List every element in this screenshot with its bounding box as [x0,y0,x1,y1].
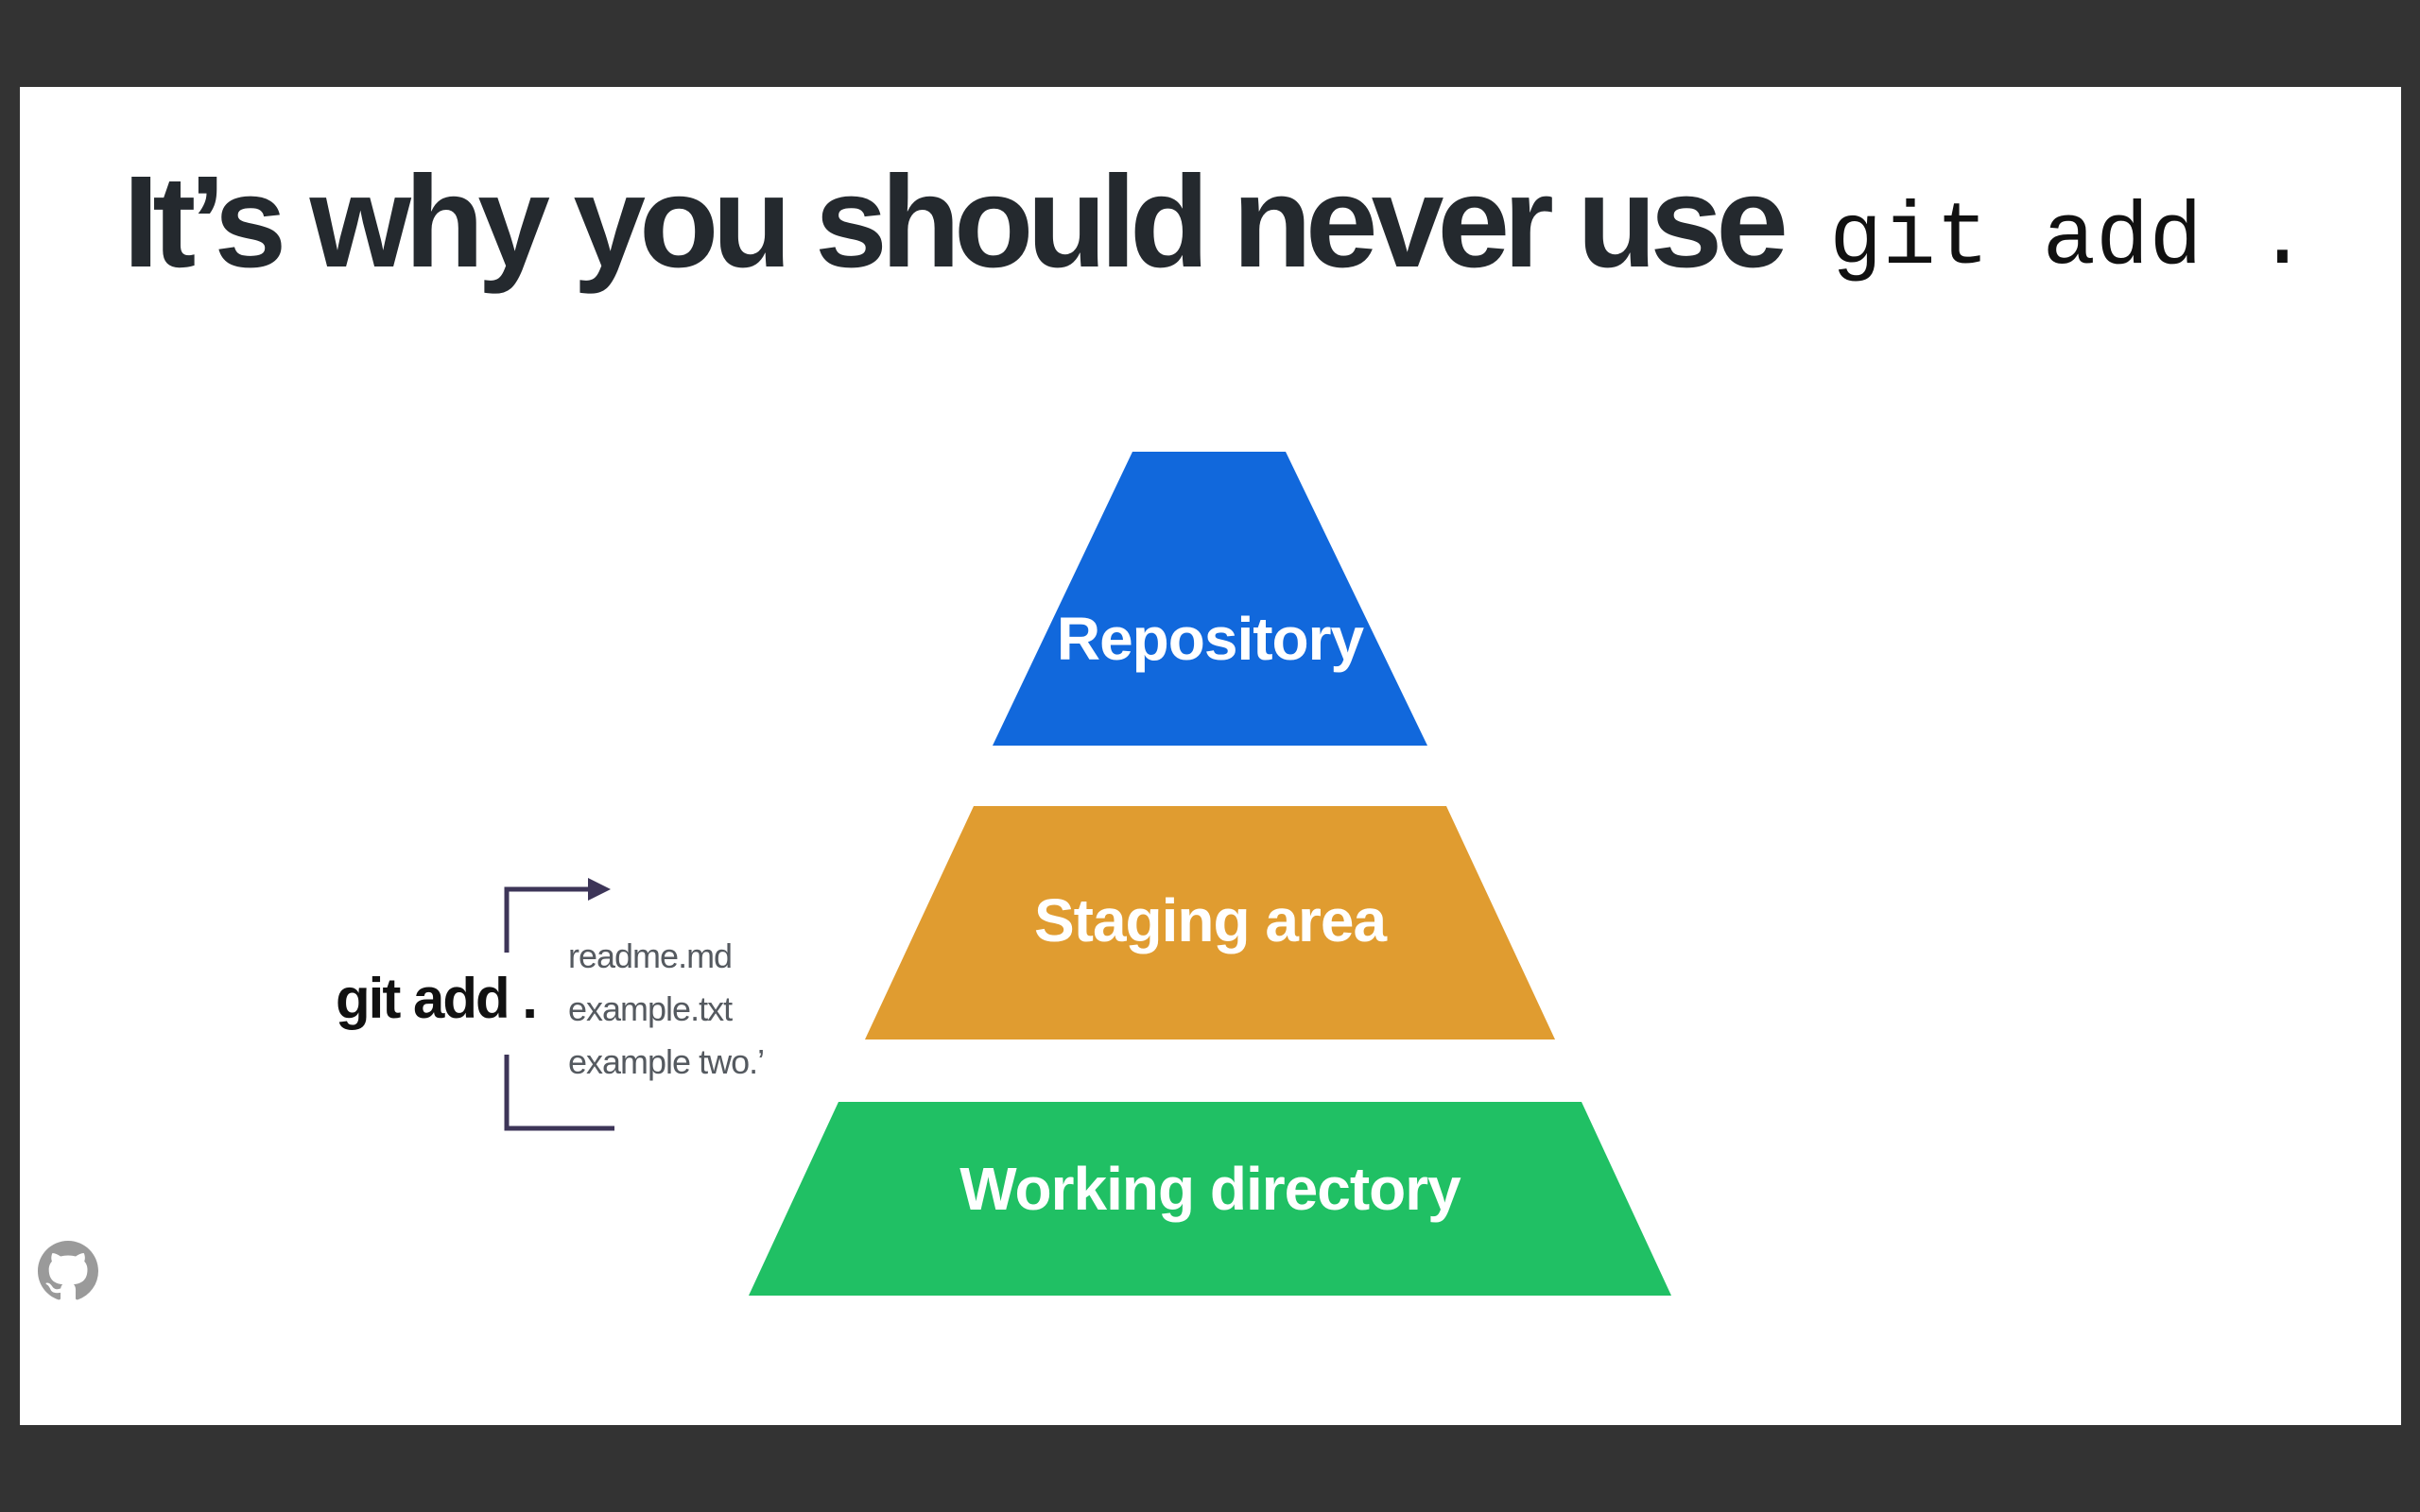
repository-tier [993,452,1427,746]
title-code: git add . [1829,190,2309,290]
file-list: readme.md example.txt example two.’ [568,930,787,1089]
slide-title: It’s why you should never use git add . [123,142,2309,302]
github-icon [38,1241,98,1300]
arrow-head-icon [588,878,611,901]
git-add-command: git add . [336,967,538,1030]
title-text: It’s why you should never use [123,149,1789,295]
working-directory-tier [749,1102,1671,1296]
bracket-bottom [504,1055,614,1131]
staging-area-label: Staging area [1034,886,1388,954]
bracket-top [504,886,596,953]
working-directory-label: Working directory [959,1155,1461,1223]
staging-area-tier [865,806,1555,1040]
file-item: readme.md [568,936,733,975]
file-item: example two.’ [568,1042,765,1081]
repository-label: Repository [1057,605,1365,673]
file-item: example.txt [568,989,733,1028]
